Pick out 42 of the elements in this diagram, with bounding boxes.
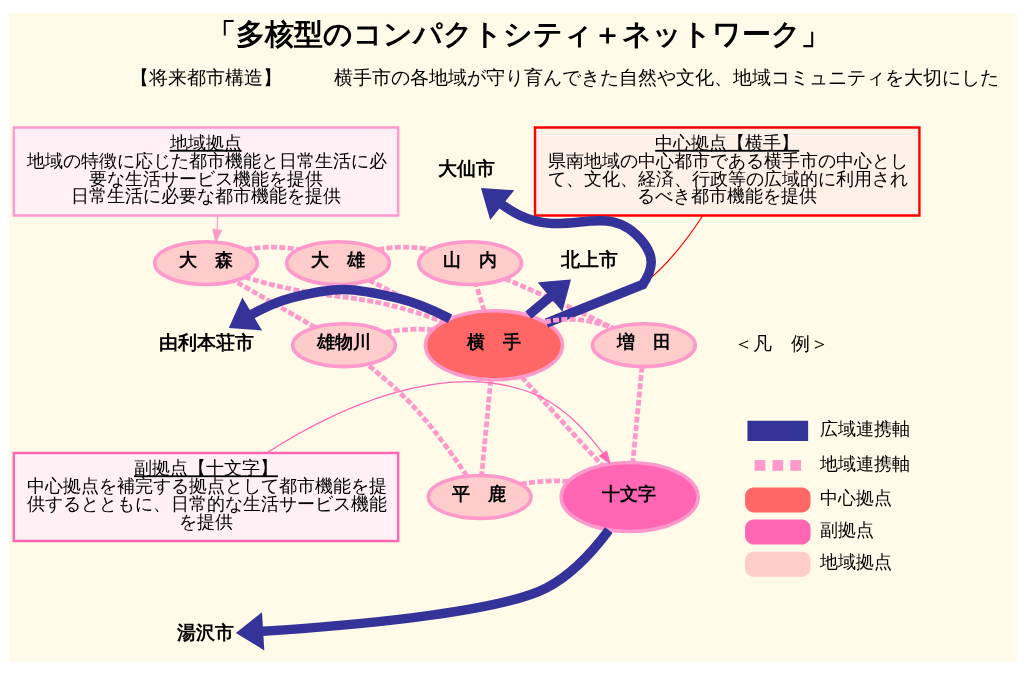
connector [520,478,568,487]
connector [245,244,299,252]
connector [384,326,433,335]
arrow [228,284,452,331]
label: 横手市の各地域が守り育んできた自然や文化、地域コミュニティを大切にした [333,66,999,89]
arrow [265,381,611,465]
connector [478,379,493,476]
node-ellipse: 増 田 [590,322,697,369]
node-box: 中心拠点【横手】 県南地域の中心都市である横手市の中心として、文化、経済、行政等の広域的に利用されるべき都市機能を提供 [533,126,921,217]
node-box: 地域拠点 地域の特徴に応じた都市機能と日常生活に必要な生活サービス機能を提供 日常生活に必要な都市機能を提供 [12,126,399,217]
label: 【将来都市構造】 [129,66,282,89]
connector [503,276,614,331]
legend-label: 広域連携軸 [819,418,910,440]
node-ellipse: 大 雄 [284,239,391,287]
arrow [524,279,571,319]
connector [243,274,444,325]
diagram-title: 「多核型のコンパクトシティ＋ネットワーク」 [206,17,830,52]
connector [629,366,644,463]
label: ＜凡 例＞ [733,331,829,354]
node-text: 由利本荘市 [158,330,254,353]
legend-label: 地域拠点 [819,551,892,573]
connector [473,283,486,312]
node-ellipse: 十文字 [558,460,700,534]
legend-label: 中心拠点 [819,487,892,509]
node-ellipse: 山 内 [416,239,523,287]
node-box: 副拠点【十文字】 中心拠点を補完する拠点として都市機能を提供するとともに、日常的な生活サービス機能を提供 [12,451,399,543]
node-ellipse: 雄物川 [290,322,397,369]
node-ellipse: 横 手 [423,308,564,382]
node-ellipse: 大 森 [152,239,259,287]
node-text: 大仙市 [437,156,495,179]
arrow [235,527,613,651]
node-ellipse: 平 鹿 [426,473,533,521]
connector [233,278,316,330]
connector [365,362,469,478]
connector [519,375,604,467]
legend-label: 地域連携軸 [819,452,910,474]
node-text: 湯沢市 [176,620,234,643]
connector [543,317,613,331]
connector [377,244,431,252]
legend-label: 副拠点 [819,519,874,541]
node-text: 北上市 [560,248,618,271]
arrow [480,187,656,328]
